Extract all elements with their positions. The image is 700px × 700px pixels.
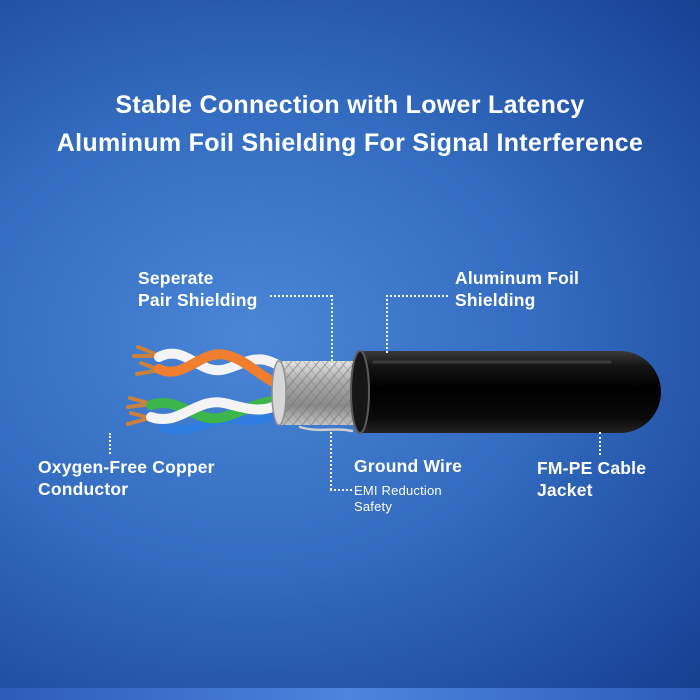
callout-separate-pair-shielding: Seperate Pair Shielding [138, 267, 258, 311]
twisted-pair-orange [154, 348, 299, 393]
aluminum-foil-shielding-line-1: Aluminum Foil [455, 268, 580, 288]
copper-conductor-line-2: Conductor [38, 479, 129, 499]
headline-line-2: Aluminum Foil Shielding For Signal Inter… [56, 129, 644, 157]
ground-wire-strand [298, 425, 354, 433]
leader-line-ground-wire-h [330, 489, 352, 491]
cable-jacket-line-2: Jacket [537, 480, 593, 500]
headline: Stable Connection with Lower Latency Alu… [0, 86, 700, 162]
leader-line-aluminum-foil-h [386, 295, 448, 297]
leader-line-separate-pair-shielding-h [270, 295, 332, 297]
callout-aluminum-foil-shielding: Aluminum Foil Shielding [455, 267, 579, 311]
ground-wire-label: Ground Wire [354, 456, 463, 476]
leader-line-cable-jacket-v [599, 432, 601, 455]
emi-note-line-1: EMI Reduction [354, 483, 442, 498]
leader-line-copper-conductor-v [109, 433, 111, 454]
leader-line-separate-pair-shielding-v [331, 295, 333, 365]
copper-conductor-line-1: Oxygen-Free Copper [38, 457, 215, 477]
bottom-accent-bar [0, 688, 700, 700]
cable-jacket-line-1: FM-PE Cable [537, 458, 647, 478]
callout-ground-wire: Ground Wire EMI Reduction Safety [354, 455, 462, 515]
emi-note-line-2: Safety [354, 499, 393, 514]
headline-line-1: Stable Connection with Lower Latency [115, 91, 585, 119]
leader-line-ground-wire-v [330, 432, 332, 490]
aluminum-foil-shielding-line-2: Shielding [455, 290, 536, 310]
callout-cable-jacket: FM-PE Cable Jacket [537, 457, 646, 501]
leader-line-aluminum-foil-v [386, 295, 388, 353]
cable-jacket-body [350, 350, 661, 434]
separate-pair-shielding-line-1: Seperate [138, 268, 214, 288]
emi-note: EMI Reduction Safety [354, 483, 462, 515]
callout-copper-conductor: Oxygen-Free Copper Conductor [38, 456, 215, 500]
separate-pair-shielding-line-2: Pair Shielding [138, 290, 258, 310]
